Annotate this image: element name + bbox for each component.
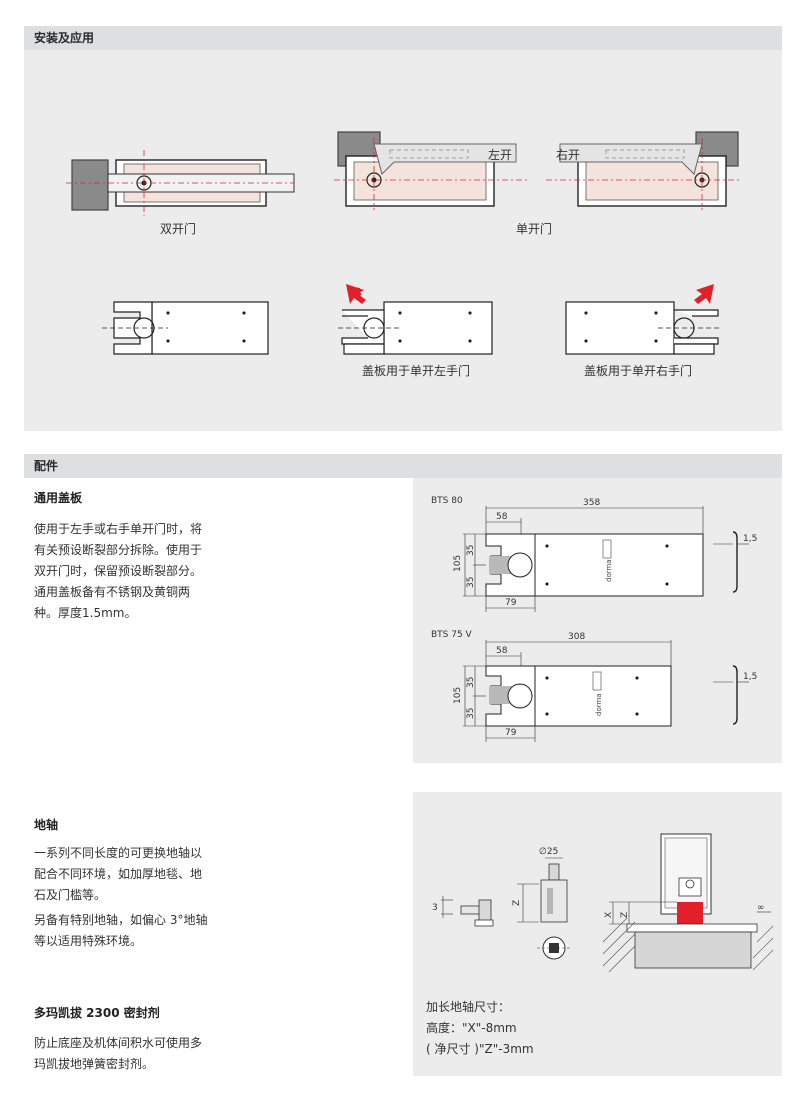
- caption-cover-left: 盖板用于单开左手门: [362, 364, 471, 378]
- install-panel: [24, 50, 782, 431]
- caption-double-door: 双开门: [160, 222, 197, 236]
- bts80-dim-105: 105: [453, 555, 463, 572]
- bts80-drawing: BTS 80 358 58 dorma 105 35 35 79 1,5: [431, 496, 757, 612]
- caption-cover-right: 盖板用于单开右手门: [584, 364, 693, 378]
- bts75-dim-79: 79: [505, 728, 517, 738]
- bts80-dim-thk: 1,5: [743, 534, 757, 544]
- dim-inf: ∞: [757, 903, 765, 913]
- bts75-dim-35b: 35: [466, 708, 476, 719]
- bts80-brand: dorma: [605, 559, 613, 582]
- dim-d25: ∅25: [539, 847, 558, 857]
- spindle-note-3: ( 净尺寸 )"Z"-3mm: [426, 1042, 534, 1056]
- single-door-right-drawing: [546, 131, 742, 210]
- spindle-text-2: 另备有特别地轴，如偏心 3°地轴等以适用特殊环境。: [34, 913, 208, 948]
- cover-plate-left-hand: [338, 284, 493, 355]
- sealant-text: 防止底座及机体间积水可使用多玛凯拔地弹簧密封剂。: [34, 1036, 203, 1071]
- accessories-section-header: 配件: [24, 454, 782, 478]
- bts80-label: BTS 80: [431, 496, 463, 506]
- double-door-drawing: [66, 150, 295, 216]
- label-right-open: 右开: [556, 148, 581, 162]
- sealant-title: 多玛凯拔 2300 密封剂: [34, 1006, 160, 1020]
- bts75-dim-105: 105: [453, 687, 463, 704]
- dim-3: 3: [432, 903, 438, 913]
- cover-plate-text: 使用于左手或右手单开门时，将有关预设断裂部分拆除。使用于双开门时，保留预设断裂部…: [34, 522, 203, 620]
- bts75-label: BTS 75 V: [431, 630, 473, 640]
- dim-z2: Z: [620, 912, 630, 918]
- spindle-note-2: 高度："X"-8mm: [426, 1021, 517, 1035]
- cover-plate-title: 通用盖板: [34, 491, 83, 505]
- bts80-dim-total: 358: [583, 498, 600, 508]
- spindle-note: 加长地轴尺寸： 高度："X"-8mm ( 净尺寸 )"Z"-3mm: [426, 997, 726, 1060]
- dim-x: X: [604, 912, 614, 918]
- bts80-dim-79: 79: [505, 598, 517, 608]
- label-left-open: 左开: [488, 148, 513, 162]
- bts75-brand: dorma: [595, 693, 603, 716]
- caption-single-door: 单开门: [516, 222, 553, 236]
- bts80-dim-35b: 35: [466, 577, 476, 588]
- bts75-dim-35a: 35: [466, 677, 476, 688]
- install-section-header: 安装及应用: [24, 26, 782, 50]
- bts75-dim-total: 308: [568, 632, 585, 642]
- bts75-dim-thk: 1,5: [743, 672, 757, 682]
- bts75-dim-58: 58: [496, 646, 508, 656]
- spindle-text: 一系列不同长度的可更换地轴以配合不同环境，如加厚地毯、地石及门槛等。 另备有特别…: [34, 843, 210, 956]
- cover-plate-double: [102, 301, 269, 355]
- cover-plate-right-hand: [565, 284, 722, 355]
- dim-z: Z: [512, 900, 522, 906]
- bts80-dim-35a: 35: [466, 545, 476, 556]
- spindle-title: 地轴: [34, 818, 59, 832]
- bts75-drawing: BTS 75 V 308 58 dorma 105 35 35 79 1,5: [431, 630, 757, 742]
- spindle-text-1: 一系列不同长度的可更换地轴以配合不同环境，如加厚地毯、地石及门槛等。: [34, 846, 203, 902]
- spindle-note-1: 加长地轴尺寸：: [426, 1000, 511, 1014]
- spindle-drawing: 3 ∅25 Z X Z ∞: [432, 833, 774, 973]
- single-door-left-drawing: [334, 131, 530, 210]
- bts80-dim-58: 58: [496, 512, 508, 522]
